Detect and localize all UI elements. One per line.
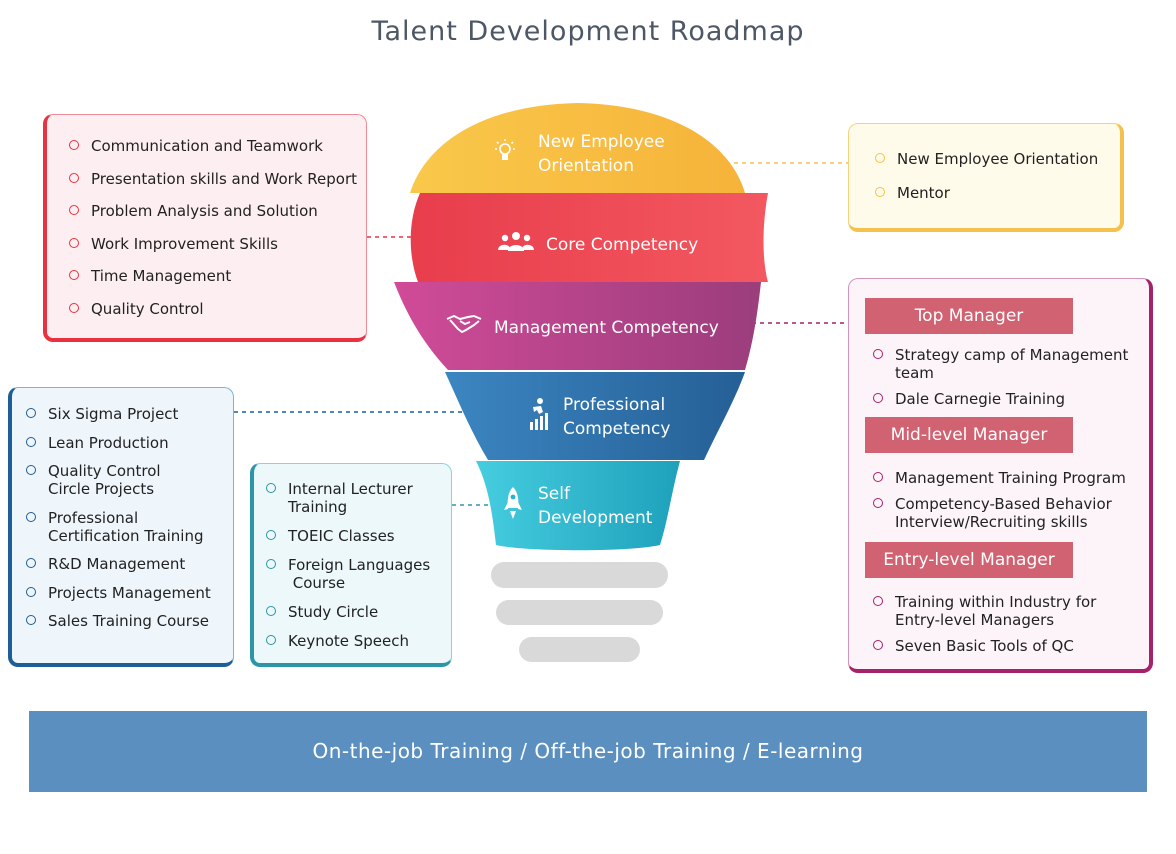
bullet-icon bbox=[873, 349, 883, 359]
bullet-icon bbox=[266, 635, 276, 645]
layer-self-development bbox=[476, 461, 680, 551]
layer-new-employee bbox=[410, 103, 745, 193]
layer-label-line: Core Competency bbox=[546, 234, 699, 255]
bullet-icon bbox=[69, 205, 79, 215]
list-item: Presentation skills and Work Report bbox=[67, 170, 357, 188]
bullet-icon bbox=[873, 498, 883, 508]
layer-label-line: Professional bbox=[563, 395, 666, 415]
page-title: Talent Development Roadmap bbox=[371, 16, 805, 47]
layer-label-line: Development bbox=[538, 508, 653, 528]
group-header-entry-manager: Entry-level Manager bbox=[865, 542, 1073, 578]
handshake-icon bbox=[446, 313, 482, 342]
layer-core-competency bbox=[410, 193, 768, 282]
bullet-icon bbox=[26, 511, 36, 522]
list-item: Quality Control bbox=[67, 300, 357, 318]
bullet-icon bbox=[69, 302, 79, 313]
bullet-icon bbox=[26, 586, 36, 597]
list-item: Keynote Speech bbox=[264, 632, 430, 650]
list-item: Seven Basic Tools of QC bbox=[871, 637, 1096, 655]
layer-label-line: Orientation bbox=[538, 156, 634, 176]
layer-management-competency bbox=[394, 282, 761, 370]
layer-label-line: New Employee bbox=[538, 132, 665, 152]
training-methods-banner: On-the-job Training / Off-the-job Traini… bbox=[29, 711, 1147, 792]
list-item: Management Training Program bbox=[871, 469, 1126, 487]
list-item: Communication and Teamwork bbox=[67, 137, 357, 155]
core-competency-box: Communication and Teamwork Presentation … bbox=[43, 114, 367, 342]
bullet-icon bbox=[873, 472, 883, 482]
bullet-icon bbox=[26, 465, 36, 475]
bullet-icon bbox=[26, 436, 36, 447]
group-header-top-manager: Top Manager bbox=[865, 298, 1073, 334]
layer-label-line: Self bbox=[538, 484, 570, 504]
list-item: TOEIC Classes bbox=[264, 527, 430, 545]
bulb-base-2 bbox=[496, 600, 663, 625]
list-item: New Employee Orientation bbox=[873, 150, 1098, 168]
bullet-icon bbox=[69, 237, 79, 248]
bullet-icon bbox=[266, 606, 276, 616]
layer-label-management: Management Competency bbox=[446, 313, 719, 342]
professional-competency-box: Six Sigma Project Lean Production Qualit… bbox=[8, 387, 234, 667]
list-item: Sales Training Course bbox=[24, 612, 211, 630]
layer-label-new-employee: New Employee Orientation bbox=[494, 130, 665, 178]
bullet-icon bbox=[873, 393, 883, 403]
layer-label-self: Self Development bbox=[504, 482, 652, 530]
bullet-icon bbox=[875, 153, 885, 163]
climbing-chart-icon bbox=[527, 397, 549, 438]
list-item: Six Sigma Project bbox=[24, 405, 211, 423]
list-item: Study Circle bbox=[264, 603, 430, 621]
lightbulb-icon bbox=[494, 138, 516, 171]
list-item: Mentor bbox=[873, 184, 1098, 202]
list-item: R&D Management bbox=[24, 555, 211, 573]
bullet-icon bbox=[69, 140, 79, 150]
list-item: Dale Carnegie Training bbox=[871, 390, 1128, 408]
bullet-icon bbox=[266, 559, 276, 569]
layer-label-line: Management Competency bbox=[494, 317, 719, 338]
list-item: Foreign Languages Course bbox=[264, 556, 430, 592]
list-item: Work Improvement Skills bbox=[67, 235, 357, 253]
bullet-icon bbox=[873, 640, 883, 650]
layer-label-professional: Professional Competency bbox=[527, 393, 670, 441]
bullet-icon bbox=[26, 558, 36, 568]
list-item: Problem Analysis and Solution bbox=[67, 202, 357, 220]
layer-label-core: Core Competency bbox=[498, 231, 698, 258]
bullet-icon bbox=[266, 483, 276, 493]
bulb-base-1 bbox=[491, 562, 668, 588]
bullet-icon bbox=[875, 187, 885, 197]
bullet-icon bbox=[26, 615, 36, 625]
orientation-box: New Employee Orientation Mentor bbox=[848, 123, 1124, 232]
group-header-mid-manager: Mid-level Manager bbox=[865, 417, 1073, 453]
list-item: Projects Management bbox=[24, 584, 211, 602]
bullet-icon bbox=[26, 408, 36, 418]
layer-professional-competency bbox=[445, 372, 745, 460]
layer-label-line: Competency bbox=[563, 419, 671, 439]
people-icon bbox=[498, 231, 534, 258]
list-item: Lean Production bbox=[24, 434, 211, 452]
bullet-icon bbox=[69, 172, 79, 183]
bullet-icon bbox=[266, 530, 276, 540]
rocket-icon bbox=[504, 486, 522, 527]
bullet-icon bbox=[69, 270, 79, 280]
bulb-base-3 bbox=[519, 637, 640, 662]
list-item: Time Management bbox=[67, 267, 357, 285]
bullet-icon bbox=[873, 596, 883, 606]
